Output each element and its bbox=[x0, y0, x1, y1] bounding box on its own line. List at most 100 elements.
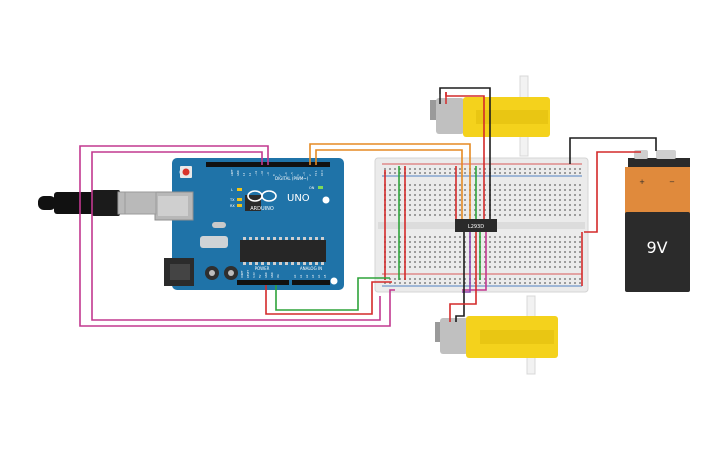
breadboard-hole bbox=[509, 236, 511, 238]
breadboard-hole bbox=[569, 209, 571, 211]
breadboard-hole bbox=[434, 278, 436, 280]
pin-label: 12 bbox=[248, 172, 252, 176]
breadboard-hole bbox=[409, 246, 411, 248]
breadboard-hole bbox=[554, 168, 556, 170]
breadboard-hole bbox=[464, 189, 466, 191]
dc-gear-motor-bottom[interactable] bbox=[435, 295, 558, 375]
breadboard-hole bbox=[554, 251, 556, 253]
breadboard-hole bbox=[474, 282, 476, 284]
breadboard-hole bbox=[569, 204, 571, 206]
breadboard-hole bbox=[534, 199, 536, 201]
breadboard-hole bbox=[444, 236, 446, 238]
breadboard-hole bbox=[419, 172, 421, 174]
breadboard-hole bbox=[414, 241, 416, 243]
mcu-pin bbox=[243, 262, 246, 265]
pin-label: TX 1 bbox=[314, 170, 318, 176]
breadboard-hole bbox=[459, 189, 461, 191]
chip-label: L293D bbox=[468, 224, 484, 230]
breadboard-hole bbox=[529, 209, 531, 211]
wire-red-arduino-5v bbox=[265, 281, 392, 315]
arduino-uno-board[interactable]: ARDUINO UNO DIGITAL (PWM~) POWER ANALOG … bbox=[154, 158, 344, 290]
breadboard-hole bbox=[399, 256, 401, 258]
breadboard-hole bbox=[394, 251, 396, 253]
breadboard-hole bbox=[539, 194, 541, 196]
battery-plus-label: + bbox=[639, 178, 645, 186]
breadboard-hole bbox=[534, 256, 536, 258]
breadboard-hole bbox=[569, 168, 571, 170]
breadboard-hole bbox=[429, 184, 431, 186]
breadboard-hole bbox=[574, 266, 576, 268]
breadboard-hole bbox=[479, 214, 481, 216]
breadboard-hole bbox=[444, 251, 446, 253]
breadboard-hole bbox=[419, 189, 421, 191]
breadboard-hole bbox=[504, 172, 506, 174]
breadboard-hole bbox=[419, 214, 421, 216]
breadboard-hole bbox=[474, 184, 476, 186]
mcu-pin bbox=[261, 237, 264, 240]
motor-can bbox=[440, 318, 468, 354]
breadboard-hole bbox=[494, 199, 496, 201]
breadboard-hole bbox=[434, 168, 436, 170]
breadboard-hole bbox=[509, 189, 511, 191]
battery-bottom bbox=[625, 212, 690, 292]
breadboard-hole bbox=[489, 241, 491, 243]
breadboard-hole bbox=[544, 189, 546, 191]
reset-button-cap[interactable] bbox=[182, 168, 190, 176]
breadboard-hole bbox=[459, 184, 461, 186]
usb-cable bbox=[38, 190, 157, 216]
breadboard-hole bbox=[449, 261, 451, 263]
breadboard-hole bbox=[544, 194, 546, 196]
breadboard-hole bbox=[464, 278, 466, 280]
mcu-pin bbox=[249, 262, 252, 265]
breadboard-hole bbox=[489, 256, 491, 258]
breadboard-hole bbox=[534, 251, 536, 253]
breadboard-hole bbox=[409, 278, 411, 280]
breadboard-hole bbox=[539, 209, 541, 211]
battery-terminal-minus[interactable] bbox=[656, 150, 676, 159]
breadboard-hole bbox=[474, 209, 476, 211]
breadboard-hole bbox=[434, 261, 436, 263]
breadboard-hole bbox=[519, 214, 521, 216]
breadboard-hole bbox=[424, 199, 426, 201]
breadboard-hole bbox=[424, 168, 426, 170]
mount-hole bbox=[330, 277, 338, 285]
breadboard-hole bbox=[419, 209, 421, 211]
breadboard-hole bbox=[494, 189, 496, 191]
breadboard-hole bbox=[579, 236, 581, 238]
breadboard-hole bbox=[519, 278, 521, 280]
breadboard-hole bbox=[459, 266, 461, 268]
breadboard-hole bbox=[464, 282, 466, 284]
l293d-chip[interactable]: L293D bbox=[455, 219, 497, 232]
breadboard-hole bbox=[399, 246, 401, 248]
breadboard-hole bbox=[474, 241, 476, 243]
breadboard-hole bbox=[579, 189, 581, 191]
breadboard-hole bbox=[579, 251, 581, 253]
mcu-pins bbox=[243, 237, 324, 265]
breadboard-hole bbox=[494, 246, 496, 248]
breadboard-hole bbox=[429, 204, 431, 206]
breadboard-hole bbox=[419, 266, 421, 268]
breadboard-hole bbox=[539, 261, 541, 263]
breadboard-hole bbox=[514, 278, 516, 280]
breadboard-hole bbox=[389, 214, 391, 216]
breadboard-hole bbox=[389, 184, 391, 186]
breadboard-hole bbox=[559, 184, 561, 186]
breadboard-hole bbox=[454, 236, 456, 238]
breadboard-hole bbox=[554, 184, 556, 186]
breadboard-hole bbox=[504, 256, 506, 258]
breadboard-hole bbox=[574, 282, 576, 284]
battery-9v[interactable]: + − 9V bbox=[625, 150, 690, 292]
breadboard-hole bbox=[504, 204, 506, 206]
mcu-pin bbox=[309, 262, 312, 265]
breadboard-hole bbox=[434, 204, 436, 206]
breadboard-hole bbox=[524, 261, 526, 263]
breadboard-hole bbox=[414, 199, 416, 201]
breadboard-hole bbox=[559, 194, 561, 196]
breadboard-hole bbox=[419, 251, 421, 253]
breadboard-hole bbox=[504, 189, 506, 191]
breadboard-hole bbox=[454, 214, 456, 216]
breadboard-hole bbox=[474, 246, 476, 248]
breadboard-hole bbox=[484, 266, 486, 268]
breadboard-hole bbox=[419, 184, 421, 186]
breadboard-hole bbox=[519, 236, 521, 238]
